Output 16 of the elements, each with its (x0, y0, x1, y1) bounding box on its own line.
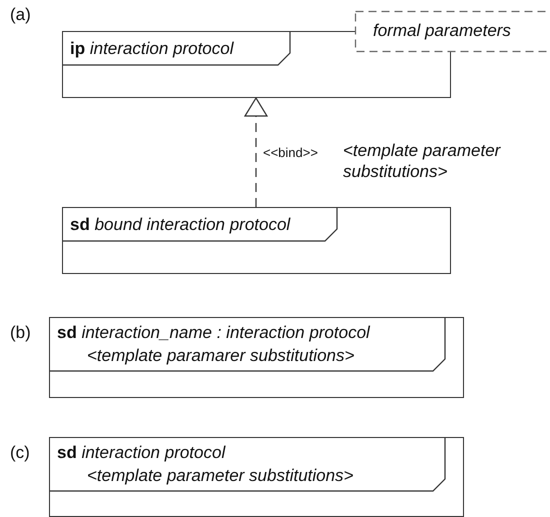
interaction-frame (62, 207, 451, 274)
frame-heading: sd interaction_name : interaction protocol (57, 322, 370, 343)
substitution-note: <template parameter substitutions> (343, 140, 502, 182)
edge-label: <<bind>> (263, 144, 318, 162)
frame-heading: sd interaction protocol (57, 442, 226, 463)
bind-dependency-arrow (244, 97, 268, 207)
panel-label: (b) (10, 322, 31, 343)
panel-label: (a) (10, 4, 31, 25)
panel-label: (c) (10, 442, 30, 463)
frame-heading: ip interaction protocol (70, 38, 234, 59)
template-substitution-text: <template parameter substitutions> (87, 465, 354, 486)
interaction-frame (49, 317, 464, 398)
interaction-frame (49, 437, 464, 517)
template-substitution-text: <template paramarer substitutions> (87, 345, 354, 366)
parameter-text: formal parameters (373, 20, 511, 41)
frame-heading: sd bound interaction protocol (70, 214, 290, 235)
